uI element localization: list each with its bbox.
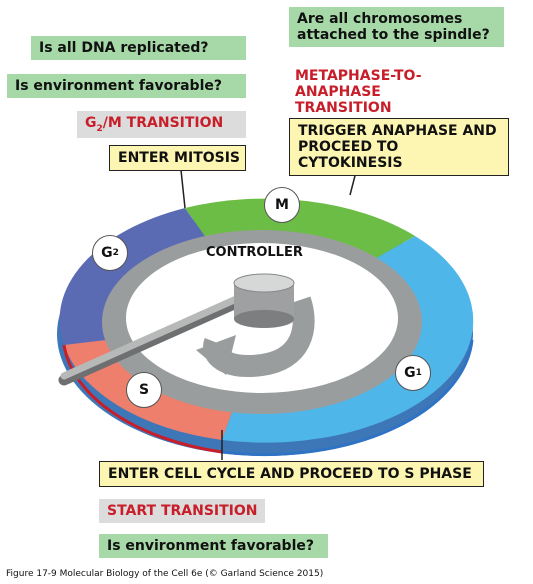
m-phase-marker: M bbox=[264, 187, 300, 223]
trigger-anaphase-box: TRIGGER ANAPHASE AND PROCEED TO CYTOKINE… bbox=[289, 118, 509, 177]
g2m-question-environment: Is environment favorable? bbox=[7, 74, 246, 99]
hand-rod-shadow bbox=[58, 290, 258, 386]
s-phase-label: S bbox=[138, 382, 150, 398]
g1-phase-sub: 1 bbox=[415, 368, 422, 378]
enter-mitosis-box: ENTER MITOSIS bbox=[109, 145, 246, 172]
g2m-transition-base: G bbox=[85, 115, 97, 131]
metaphase-question: Are all chromosomes attached to the spin… bbox=[289, 7, 504, 48]
m-phase-label: M bbox=[275, 197, 289, 213]
s-phase-marker: S bbox=[126, 372, 162, 408]
figure-caption: Figure 17-9 Molecular Biology of the Cel… bbox=[6, 569, 324, 579]
controller-cylinder bbox=[233, 273, 295, 328]
metaphase-transition-label: METAPHASE-TO-ANAPHASE TRANSITION bbox=[295, 68, 422, 117]
g2m-transition-sub: 2 bbox=[96, 123, 103, 134]
g2-phase-sub: 2 bbox=[112, 248, 119, 258]
g2m-question-dna: Is all DNA replicated? bbox=[31, 36, 246, 61]
g2m-transition-label: G2/M TRANSITION bbox=[77, 111, 246, 139]
controller-hand bbox=[58, 288, 258, 386]
g2-phase-label: G bbox=[101, 245, 113, 261]
g1-phase-label: G bbox=[404, 365, 416, 381]
cylinder-top bbox=[233, 273, 295, 293]
enter-cell-cycle-box: ENTER CELL CYCLE AND PROCEED TO S PHASE bbox=[99, 461, 484, 488]
rotation-arrow bbox=[196, 296, 315, 377]
enter-mitosis-pointer bbox=[180, 169, 186, 209]
hand-rod bbox=[60, 288, 256, 380]
s-rim bbox=[62, 344, 223, 454]
cylinder-base bbox=[234, 310, 294, 328]
arrow-head bbox=[196, 335, 236, 375]
g1-rim bbox=[221, 339, 474, 457]
start-question-environment: Is environment favorable? bbox=[99, 534, 328, 559]
start-transition-label: START TRANSITION bbox=[99, 499, 265, 524]
controller-label: CONTROLLER bbox=[206, 245, 303, 260]
g2m-transition-rest: /M TRANSITION bbox=[102, 115, 224, 131]
